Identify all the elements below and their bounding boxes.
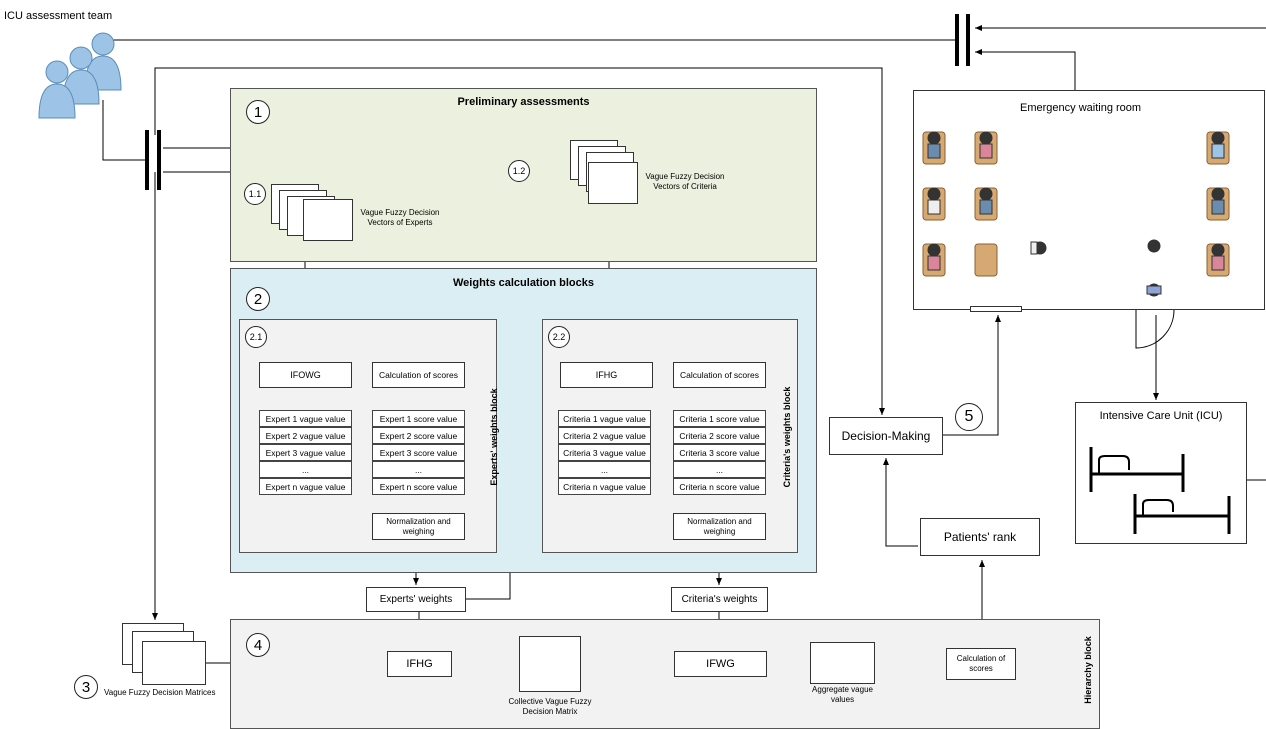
waiting-room-title: Emergency waiting room <box>1020 102 1142 114</box>
criteria-normalization-box: Normalization and weighing <box>673 513 766 540</box>
sub-1-1-marker: 1.1 <box>244 183 266 205</box>
ifhg-hierarchy-box: IFHG <box>387 651 452 677</box>
block-3-marker: 3 <box>74 675 98 699</box>
list-item: ... <box>372 461 465 478</box>
list-item: Expert 2 score value <box>372 427 465 444</box>
list-item: Expert 1 score value <box>372 410 465 427</box>
experts-calc-scores-box: Calculation of scores <box>372 362 465 388</box>
ifwg-box: IFWG <box>674 651 767 677</box>
list-item: Criteria n score value <box>673 478 766 495</box>
assessment-team-icon <box>30 30 130 120</box>
block-2-marker: 2 <box>246 287 270 311</box>
list-item: Expert 1 vague value <box>259 410 352 427</box>
decision-matrices-caption: Vague Fuzzy Decision Matrices <box>104 688 216 697</box>
block-1-title: Preliminary assessments <box>457 96 590 108</box>
criteria-weights-side-label: Criteria's weights block <box>782 386 792 488</box>
block-5-marker: 5 <box>955 403 983 431</box>
hierarchy-calc-scores-box: Calculation of scores <box>946 648 1016 680</box>
list-item: Expert n vague value <box>259 478 352 495</box>
sub-2-2-marker: 2.2 <box>548 326 570 348</box>
hierarchy-side-label: Hierarchy block <box>1083 636 1093 704</box>
decision-matrices-stack <box>122 623 208 689</box>
criteria-vectors-stack <box>570 140 650 204</box>
list-item: Expert 3 score value <box>372 444 465 461</box>
ifowg-box: IFOWG <box>259 362 352 388</box>
icu-title: Intensive Care Unit (ICU) <box>1099 410 1223 422</box>
team-label: ICU assessment team <box>4 10 113 22</box>
block-4-marker: 4 <box>246 633 270 657</box>
list-item: ... <box>673 461 766 478</box>
list-item: Criteria 3 score value <box>673 444 766 461</box>
expert-vectors-caption: Vague Fuzzy Decision Vectors of Experts <box>360 208 440 227</box>
sub-1-2-marker: 1.2 <box>508 160 530 182</box>
list-item: Criteria 3 vague value <box>558 444 651 461</box>
list-item: Expert 3 vague value <box>259 444 352 461</box>
sub-2-1-marker: 2.1 <box>245 326 267 348</box>
criteria-weights-box: Criteria's weights <box>671 587 768 612</box>
experts-weights-box: Experts' weights <box>366 587 466 612</box>
list-item: Criteria 1 score value <box>673 410 766 427</box>
list-item: ... <box>259 461 352 478</box>
collective-matrix-box <box>519 636 581 692</box>
list-item: Expert n score value <box>372 478 465 495</box>
block-1-marker: 1 <box>246 100 270 124</box>
criteria-calc-scores-box: Calculation of scores <box>673 362 766 388</box>
waiting-patients-icons <box>922 131 1230 297</box>
icu-bed-icons <box>1089 447 1231 534</box>
collective-matrix-caption: Collective Vague Fuzzy Decision Matrix <box>508 697 592 716</box>
list-item: ... <box>558 461 651 478</box>
aggregate-values-box <box>810 642 875 684</box>
waiting-room-entrance <box>970 306 1022 312</box>
decision-making-box: Decision-Making <box>829 417 943 455</box>
experts-normalization-box: Normalization and weighing <box>372 513 465 540</box>
criteria-vectors-caption: Vague Fuzzy Decision Vectors of Criteria <box>645 172 725 191</box>
emergency-waiting-room <box>913 90 1265 310</box>
list-item: Criteria 1 vague value <box>558 410 651 427</box>
expert-vectors-stack <box>271 184 353 242</box>
list-item: Criteria 2 score value <box>673 427 766 444</box>
list-item: Expert 2 vague value <box>259 427 352 444</box>
list-item: Criteria n vague value <box>558 478 651 495</box>
list-item: Criteria 2 vague value <box>558 427 651 444</box>
block-2-title: Weights calculation blocks <box>453 277 594 289</box>
patients-rank-box: Patients' rank <box>920 518 1040 556</box>
experts-weights-side-label: Experts' weights block <box>489 388 499 486</box>
ifhg-criteria-box: IFHG <box>560 362 653 388</box>
aggregate-values-caption: Aggregate vague values <box>812 685 873 704</box>
